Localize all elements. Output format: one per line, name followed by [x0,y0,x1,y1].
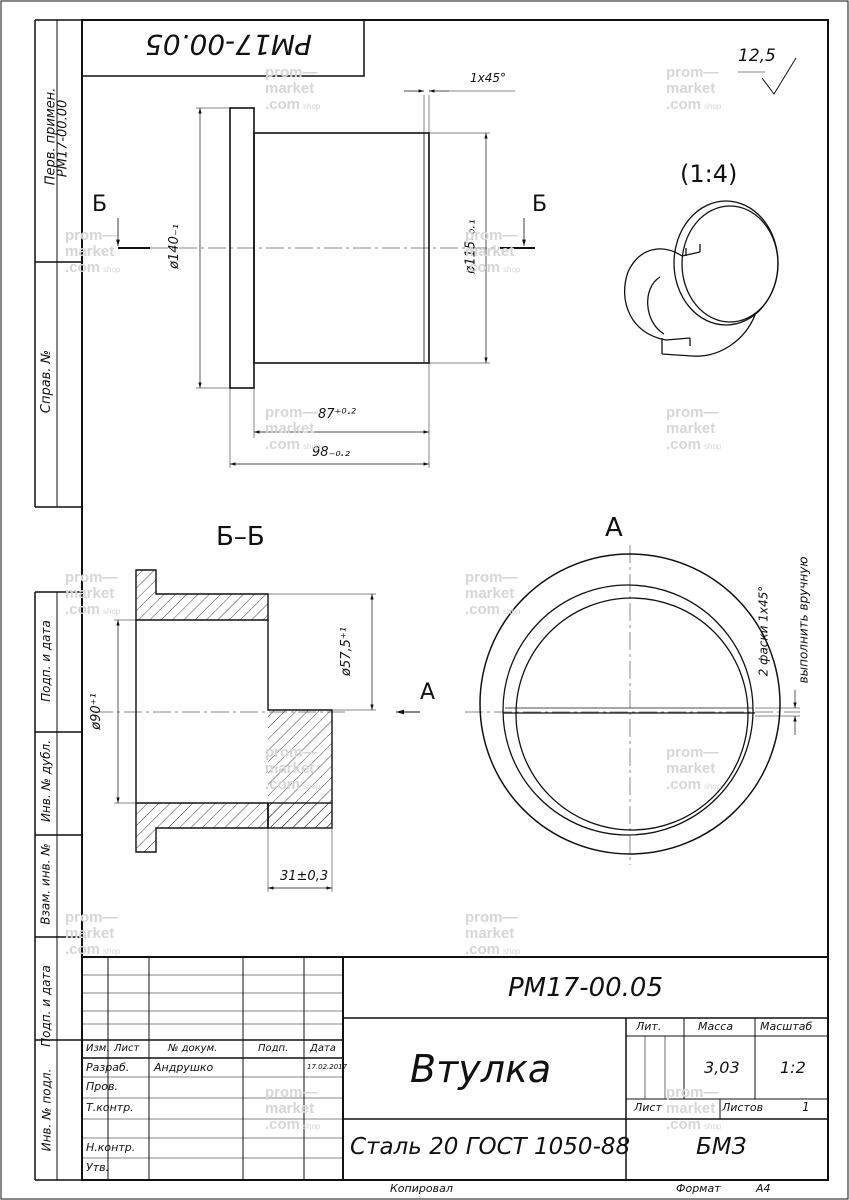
col-lit: Лит. [636,1020,662,1033]
length-98-label: 98₋₀.₂ [312,445,350,460]
col-data: Дата [310,1043,336,1054]
diameter-90-label: ø90⁺¹ [88,693,104,730]
row-utv: Утв. [86,1161,110,1174]
col-n-dokum: № докум. [168,1043,218,1054]
razrab-name: Андрушко [154,1061,214,1074]
row-prov: Пров. [86,1080,118,1093]
company-label: БМЗ [696,1134,747,1160]
copied-by: Копировал [390,1182,453,1195]
view-scale-note: (1:4) [680,160,738,188]
strip-sprav: Справ. № [39,349,55,414]
isometric-view [624,200,779,357]
section-title: Б–Б [216,522,265,552]
chamfer-note-2: выполнить вручную [796,556,811,684]
strip-podp-data-2: Подп. и дата [38,965,53,1047]
section-view [95,569,420,892]
title-block-code: РМ17-00.05 [508,973,664,1003]
row-razrab: Разраб. [86,1061,130,1074]
chamfer-note-1: 2 фаски 1х45° [756,585,771,677]
view-a-title: А [605,513,623,543]
scale-value: 1:2 [780,1058,806,1077]
col-izm: Изм. [86,1043,110,1054]
section-mark-left: Б [92,192,108,217]
diameter-140-label: ø140₋₁ [166,224,182,269]
title-block-grid [82,956,828,1180]
chamfer-dimension: 1x45° [470,71,507,85]
row-nkontr: Н.контр. [86,1141,136,1154]
length-31-label: 31±0,3 [280,869,329,884]
format-label: Формат [676,1182,721,1195]
front-view [116,89,535,468]
material-label: Сталь 20 ГОСТ 1050-88 [350,1134,631,1160]
section-mark-right: Б [532,192,548,217]
strip-perv-value: РМ17-00.00 [55,99,71,178]
format-value: А4 [756,1182,771,1195]
strip-vzam-inv: Взам. инв. № [38,843,53,925]
end-view [465,545,800,865]
diameter-57-label: ø57,5⁺¹ [338,627,354,676]
roughness-value: 12,5 [738,46,776,66]
view-a-arrow-label: А [420,680,436,705]
roughness-symbol [738,57,797,95]
col-masshtab: Масштаб [760,1020,813,1033]
col-list: Лист [114,1043,140,1054]
col-listov: Листов [722,1101,764,1114]
length-87-label: 87⁺⁰·² [318,407,356,422]
sheet-value: 1 [802,1100,810,1114]
row-tkontr: Т.контр. [86,1101,134,1114]
part-title: Втулка [410,1047,552,1091]
col-massa: Масса [698,1020,734,1033]
strip-podp-data: Подп. и дата [38,620,53,702]
strip-inv-podl: Инв. № подл. [39,1068,54,1152]
mass-value: 3,03 [704,1058,740,1077]
razrab-date: 17.02.2017 [307,1063,348,1071]
col-list2: Лист [634,1101,662,1114]
strip-inv-dubl: Инв. № дубл. [39,739,54,823]
code-mirrored: РМ17-00.05 [145,28,312,61]
col-podp: Подп. [258,1043,289,1054]
